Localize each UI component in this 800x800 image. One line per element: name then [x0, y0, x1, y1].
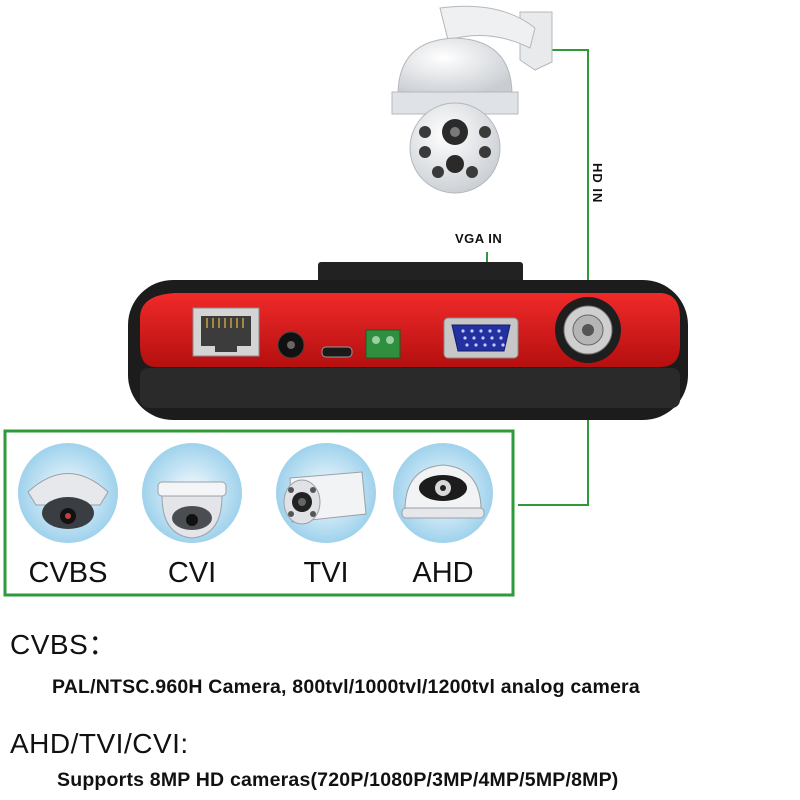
camera-type-ahd-label: AHD: [412, 557, 474, 589]
device-top-tab: [318, 262, 523, 284]
device-red-panel: [140, 293, 680, 367]
camera-types-frame: [3, 429, 515, 597]
vga-port-icon: [443, 317, 519, 359]
camera-type-cvi-label: CVI: [167, 557, 217, 589]
section-title-cvbs: CVBS：: [10, 629, 117, 660]
dome-camera-white-icon: [142, 443, 242, 543]
terminal-block-icon: [365, 329, 401, 359]
camera-type-tvi-label: TVI: [303, 557, 349, 589]
camera-type-cvbs-label: CVBS: [28, 557, 108, 589]
ptz-camera-icon: [391, 5, 553, 194]
vga-in-label: VGA IN: [455, 231, 503, 246]
hd-in-label: HD IN: [590, 163, 605, 204]
tester-device: [128, 262, 688, 420]
bnc-port-icon: [555, 297, 621, 363]
section-title-hd: AHD/TVI/CVI:: [10, 728, 189, 759]
ir-dome-camera-icon: [393, 443, 493, 543]
hd-in-line: [545, 49, 589, 330]
device-bottom-band: [140, 368, 680, 408]
micro-usb-port-icon: [321, 346, 353, 358]
section-text-cvbs: PAL/NTSC.960H Camera, 800tvl/1000tvl/120…: [52, 676, 640, 698]
dome-camera-icon: [18, 443, 118, 543]
section-text-hd: Supports 8MP HD cameras(720P/1080P/3MP/4…: [57, 769, 619, 791]
dc-power-port-icon: [277, 331, 305, 359]
rj45-port-icon: [192, 307, 260, 357]
bullet-camera-icon: [276, 443, 376, 543]
